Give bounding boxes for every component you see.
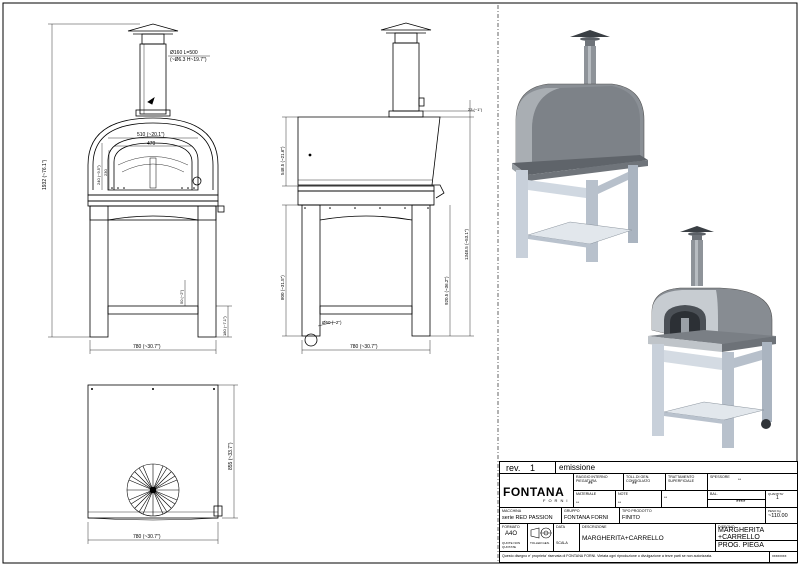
footer-note-cell: Questo disegno e' proprieta' riservata d…	[500, 552, 770, 562]
quantita-value: 1	[776, 495, 779, 501]
side-dimensions	[282, 100, 474, 354]
extra-cell: **	[662, 491, 708, 508]
brand-sub: FORNI	[543, 498, 571, 503]
footer-code: xxxxxxxx	[772, 554, 787, 558]
projection-cell: TOLLER.GEN.	[528, 524, 554, 552]
gruppo-value: FONTANA FORNI	[564, 515, 609, 521]
shelf-height-dim: 50 (~2")	[179, 289, 184, 304]
macchina-label: MACCHINA	[502, 509, 522, 513]
rev-cell: rev. 1	[500, 462, 556, 474]
foot-height-dim: 180 (~7.1")	[222, 316, 227, 336]
rev-label: rev.	[506, 463, 521, 473]
raggio-label: RAGGIO INTERNO PIEGATURA	[576, 475, 608, 483]
macchina-cell: MACCHINA serie RED PASSION	[500, 508, 562, 524]
emission-cell: emissione	[556, 462, 797, 474]
rev-value: 1	[530, 463, 536, 473]
title-block: rev. 1 emissione FONTANA FORNI RAGGIO IN…	[499, 461, 798, 563]
descr-label: DESCRIZIONE	[582, 525, 607, 529]
wheel-dim: Ø50 (~2")	[322, 320, 342, 325]
raggio-value: **	[588, 482, 593, 488]
front-dimensions	[48, 23, 232, 354]
extra-value: **	[664, 495, 668, 500]
formato-cell: FORMATO A4O QUOTE NON QUOTATE	[500, 524, 528, 552]
chimney-cap-top-icon	[126, 463, 180, 517]
top-dimensions	[87, 384, 238, 544]
tratt-label: TRATTAMENTO SUPERFICIALE	[668, 475, 695, 483]
qty-weight-cell: QUANTITA' 1	[766, 491, 797, 508]
projection-symbol-icon	[530, 527, 552, 539]
formato-label: FORMATO	[502, 525, 520, 529]
side-view	[297, 22, 445, 347]
toll-label: TOLL.DI GEN. CONSIGLIATO	[626, 475, 651, 483]
brand-name: FONTANA	[503, 485, 565, 499]
tipo-label: TIPO PRODOTTO	[622, 509, 652, 513]
materiale-label: MATERIALE	[576, 492, 597, 496]
disegno-cell: DISEGNO MARGHERITA +CARRELLO	[716, 524, 797, 541]
top-depth-dim: 855 (~33.7")	[228, 442, 234, 470]
toll-gen-label: TOLLER.GEN.	[530, 541, 550, 545]
front-total-height-dim: 1932 (~76.1")	[42, 159, 48, 190]
front-width-dim: 780 (~30.7")	[133, 344, 161, 350]
side-hob-height-dim: 920.5 (~36.2")	[444, 276, 449, 305]
footer-code-cell: xxxxxxxx	[770, 552, 797, 562]
descr-cell: DESCRIZIONE MARGHERITA+CARRELLO	[580, 524, 716, 552]
note-value: **	[618, 500, 622, 505]
brand-logo: FONTANA FORNI	[503, 485, 567, 503]
mouth-outer-width-dim: 510 (~20.1")	[137, 132, 165, 138]
bal-cell: BAL.	[708, 491, 766, 500]
macchina-value: serie RED PASSION	[502, 515, 553, 521]
render-oven-front-view	[648, 226, 776, 448]
side-body-height-dim: 548.5 (~21.6")	[280, 146, 285, 175]
raggio-cell: RAGGIO INTERNO PIEGATURA **	[574, 474, 624, 491]
peso-cell: PESO Kg ~110.00	[766, 508, 797, 524]
toll-value: **	[632, 482, 637, 488]
flue-dim: Ø160 L=500	[170, 50, 198, 56]
spessore-cell: SPESSORE **	[708, 474, 797, 491]
disegno-value: MARGHERITA +CARRELLO	[718, 527, 764, 541]
prog-value: PROG. PIEGA	[718, 542, 764, 549]
peso-value: ~110.00	[768, 513, 788, 519]
flue-dim-imperial: (~Ø6.3 H~19.7")	[170, 57, 207, 63]
scala-label: SCALA	[556, 541, 568, 545]
toll-cell: TOLL.DI GEN. CONSIGLIATO **	[624, 474, 666, 491]
render-oven-side-view	[512, 30, 648, 262]
formato-value: A4O	[505, 531, 518, 537]
footer-note: Questo disegno e' proprieta' riservata d…	[502, 554, 713, 558]
tratt-cell: TRATTAMENTO SUPERFICIALE	[666, 474, 708, 491]
tipo-cell: TIPO PRODOTTO FINITO	[620, 508, 766, 524]
peso-label: PESO Kg	[768, 509, 781, 513]
data-cell: DATA SCALA	[554, 524, 580, 552]
disegno-label: DISEGNO	[718, 525, 735, 529]
side-cart-height-dim: 800 (~31.5")	[280, 275, 285, 300]
side-top-offset-dim: 23 (~1")	[468, 107, 483, 112]
tipo-value: FINITO	[622, 515, 640, 521]
bal-label: BAL.	[710, 492, 718, 496]
logo-cell: FONTANA FORNI	[500, 474, 574, 508]
gruppo-label: GRUPPO	[564, 509, 580, 513]
side-total-height-dim: 1348.5 (~53.1")	[464, 229, 469, 260]
note-label: NOTE	[618, 492, 628, 496]
side-width-dim: 780 (~30.7")	[350, 344, 378, 350]
top-view	[87, 384, 223, 521]
note-cell: NOTE **	[616, 491, 662, 508]
mouth-height-inner-dim: 230	[103, 169, 108, 176]
quantita-label: QUANTITA'	[768, 492, 784, 496]
materiale-value: **	[576, 500, 580, 505]
stars-cell: ****	[708, 500, 766, 508]
prog-cell: PROG. PIEGA	[716, 541, 797, 552]
descr-value: MARGHERITA+CARRELLO	[582, 535, 664, 542]
stars-value: ****	[736, 500, 746, 506]
emission-label: emissione	[559, 463, 596, 472]
mouth-inner-width-dim: 470	[147, 141, 156, 147]
data-label: DATA	[556, 525, 566, 529]
front-view	[87, 23, 225, 338]
spessore-label: SPESSORE	[710, 475, 730, 479]
spessore-value: **	[738, 477, 742, 482]
materiale-cell: MATERIALE **	[574, 491, 616, 508]
top-width-dim: 780 (~30.7")	[133, 534, 161, 540]
gruppo-cell: GRUPPO FONTANA FORNI	[562, 508, 620, 524]
mouth-height-outer-dim: 240 (~9.5")	[96, 165, 101, 185]
quote-label: QUOTE NON QUOTATE	[502, 541, 521, 549]
